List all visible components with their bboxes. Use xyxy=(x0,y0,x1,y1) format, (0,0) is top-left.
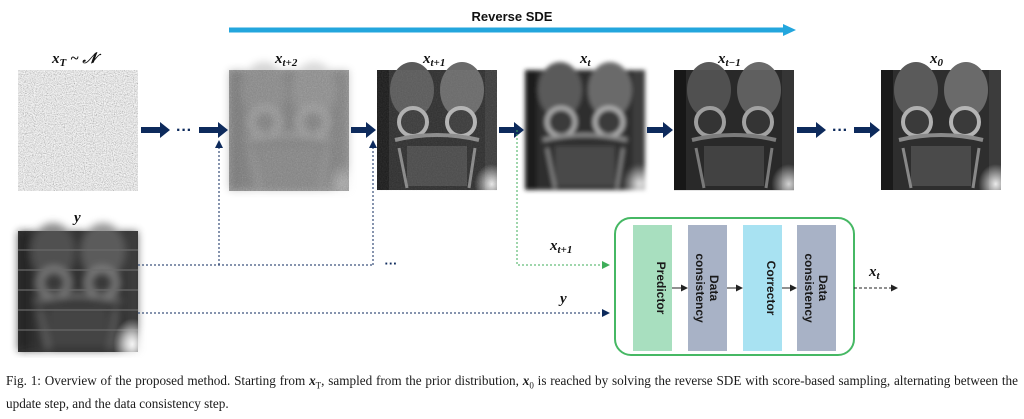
image-x-t xyxy=(523,60,647,192)
pipeline-output-x-t-label: xt xyxy=(868,264,881,282)
pipeline-container xyxy=(614,217,855,356)
label-x-t-minus-1: xt−1 xyxy=(717,51,741,69)
label-x-t-plus-1: xt+1 xyxy=(422,51,445,69)
reverse-sde-label: Reverse SDE xyxy=(472,9,553,24)
ellipsis-y-path: ··· xyxy=(385,256,398,271)
arrow-dots-to-x-t-plus-2 xyxy=(199,122,228,138)
y-dashed-paths xyxy=(138,140,610,317)
data-consistency-label-1: Dataconsistency xyxy=(693,253,721,323)
main-arrows xyxy=(141,122,880,138)
corrector-block xyxy=(743,225,782,351)
figure-caption: Fig. 1: Overview of the proposed method.… xyxy=(6,373,1018,411)
pipeline-input-y-label: y xyxy=(558,291,567,307)
image-x-0 xyxy=(879,60,1003,192)
pipeline-input-x-label: xt+1 xyxy=(549,238,572,256)
predictor-block xyxy=(633,225,672,351)
image-noise-x-T xyxy=(18,70,138,191)
data-consistency-label-2: Dataconsistency xyxy=(802,253,830,323)
label-x-t-plus-2: xt+2 xyxy=(274,51,298,69)
label-y: y xyxy=(72,210,81,226)
arrow-x-t-minus-1-to-dots xyxy=(797,122,826,138)
arrow-x-t-plus-2-to-x-t-plus-1 xyxy=(351,122,376,138)
arrow-noise-to-dots xyxy=(141,122,170,138)
reverse-sde-arrowhead xyxy=(783,24,796,36)
ellipsis-right: ··· xyxy=(832,122,848,139)
ellipsis-left: ··· xyxy=(176,122,192,139)
predictor-label: Predictor xyxy=(654,262,668,315)
arrow-dots-to-x-0 xyxy=(854,122,880,138)
label-x-t: xt xyxy=(579,51,592,69)
label-x-0: x0 xyxy=(929,51,944,69)
x-t-plus-1-dashed-green-path xyxy=(516,130,610,269)
image-x-t-plus-1 xyxy=(375,60,499,192)
method-overview-figure: Reverse SDE xT~ 𝒩 xt+2 xt+1 xt xt−1 x0 xyxy=(16,9,1003,356)
corrector-label: Corrector xyxy=(764,261,778,316)
arrow-x-t-to-x-t-minus-1 xyxy=(647,122,673,138)
image-y-measurement xyxy=(16,221,140,353)
data-consistency-block-1 xyxy=(688,225,727,351)
image-x-t-plus-2 xyxy=(227,60,351,192)
label-x-T: xT~ 𝒩 xyxy=(51,51,102,69)
image-x-t-minus-1 xyxy=(672,60,796,192)
arrow-x-t-plus-1-to-x-t xyxy=(499,122,524,138)
data-consistency-block-2 xyxy=(797,225,836,351)
